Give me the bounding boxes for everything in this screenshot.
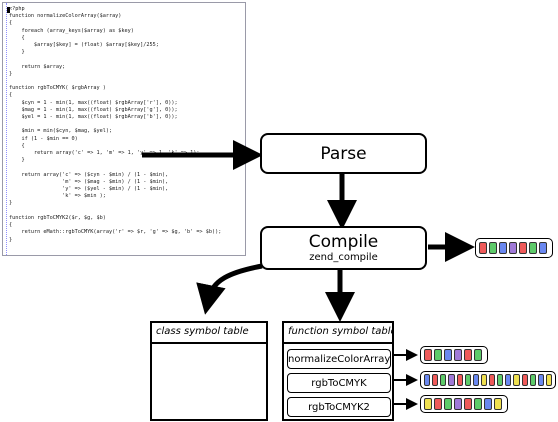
opcode-block xyxy=(499,242,507,254)
code-line: $mag = 1 - min(1, max((float) $rgbArray[… xyxy=(9,106,178,113)
class-symbol-table: class symbol table xyxy=(150,321,268,421)
code-line: foreach (array_keys($array) as $key) xyxy=(9,27,134,34)
function-symbol-table: function symbol table normalizeColorArra… xyxy=(282,321,394,421)
opcode-block xyxy=(454,398,462,410)
opcode-block xyxy=(479,242,487,254)
code-line: } xyxy=(9,49,25,56)
arrow-compile-to-class-table xyxy=(196,263,263,315)
opcode-block xyxy=(480,374,487,386)
opcode-block xyxy=(505,374,512,386)
code-line: function rgbToCMYK2($r, $g, $b) xyxy=(9,214,106,221)
function-entry: rgbToCMYK2 xyxy=(287,397,391,417)
code-line: 'k' => $min ); xyxy=(9,193,106,200)
class-symbol-table-header: class symbol table xyxy=(152,323,266,344)
parse-box: Parse xyxy=(260,133,427,174)
function-symbol-table-header: function symbol table xyxy=(284,323,392,344)
opcode-block xyxy=(537,374,544,386)
opcode-block xyxy=(448,374,455,386)
opcode-block xyxy=(529,242,537,254)
opcode-block xyxy=(424,374,431,386)
code-line: } xyxy=(9,236,13,243)
compiled-opcodes-strip xyxy=(475,238,553,258)
opcode-block xyxy=(513,374,520,386)
code-line: { xyxy=(9,20,13,27)
code-line: $cyn = 1 - min(1, max((float) $rgbArray[… xyxy=(9,99,178,106)
code-line: function normalizeColorArray($array) xyxy=(9,13,122,20)
code-gutter xyxy=(3,3,7,255)
compile-label: Compile xyxy=(308,231,379,252)
compile-sublabel: zend_compile xyxy=(309,251,378,263)
opcode-block xyxy=(444,398,452,410)
opcode-block xyxy=(432,374,439,386)
opcode-block xyxy=(464,349,472,361)
text-cursor xyxy=(7,7,10,13)
opcode-block xyxy=(509,242,517,254)
opcode-block xyxy=(424,349,432,361)
code-line: { xyxy=(9,222,13,229)
opcode-block xyxy=(472,374,479,386)
function-opcodes-strip xyxy=(420,346,488,364)
function-entry: normalizeColorArray xyxy=(287,349,391,369)
code-line: $array[$key] = (float) $array[$key]/255; xyxy=(9,42,159,49)
code-line: { xyxy=(9,142,25,149)
opcode-block xyxy=(434,398,442,410)
code-line: 'm' => ($mag - $min) / (1 - $min), xyxy=(9,178,169,185)
code-line: function rgbToCMYK( $rgbArray ) xyxy=(9,85,106,92)
code-line: $min = min($cyn, $mag, $yel); xyxy=(9,128,113,135)
code-line: { xyxy=(9,92,13,99)
function-entry: rgbToCMYK xyxy=(287,373,391,393)
opcode-block xyxy=(474,398,482,410)
code-line: { xyxy=(9,34,25,41)
opcode-block xyxy=(489,242,497,254)
opcode-block xyxy=(545,374,552,386)
code-line: if (1 - $min == 0) xyxy=(9,135,78,142)
opcode-block xyxy=(529,374,536,386)
opcode-block xyxy=(464,398,472,410)
opcode-block xyxy=(434,349,442,361)
code-line: } xyxy=(9,157,25,164)
function-opcodes-strip xyxy=(420,371,556,389)
code-line: return array('c' => ($cyn - $min) / (1 -… xyxy=(9,171,169,178)
opcode-block xyxy=(484,398,492,410)
opcode-block xyxy=(521,374,528,386)
code-line: return eMath::rgbToCMYK(array('r' => $r,… xyxy=(9,229,222,236)
parse-label: Parse xyxy=(320,143,367,164)
code-line: 'y' => ($yel - $min) / (1 - $min), xyxy=(9,186,169,193)
opcode-block xyxy=(464,374,471,386)
opcode-block xyxy=(444,349,452,361)
opcode-block xyxy=(497,374,504,386)
opcode-block xyxy=(539,242,547,254)
code-line: } xyxy=(9,200,13,207)
opcode-block xyxy=(494,398,502,410)
code-line: $yel = 1 - min(1, max((float) $rgbArray[… xyxy=(9,114,178,121)
opcode-block xyxy=(424,398,432,410)
opcode-block xyxy=(474,349,482,361)
opcode-block xyxy=(519,242,527,254)
opcode-block xyxy=(454,349,462,361)
code-line: } xyxy=(9,70,13,77)
opcode-block xyxy=(489,374,496,386)
opcode-block xyxy=(456,374,463,386)
php-source-code: <?php function normalizeColorArray($arra… xyxy=(9,6,221,244)
function-opcodes-strip xyxy=(420,395,508,413)
php-source-panel: <?php function normalizeColorArray($arra… xyxy=(2,2,246,256)
code-line: <?php xyxy=(9,6,25,12)
compile-box: Compile zend_compile xyxy=(260,226,427,270)
code-line: return $array; xyxy=(9,63,66,70)
opcode-block xyxy=(440,374,447,386)
